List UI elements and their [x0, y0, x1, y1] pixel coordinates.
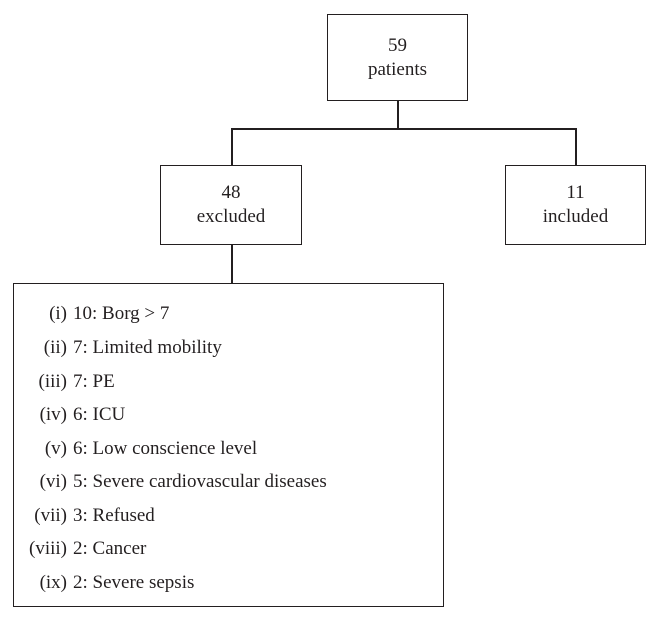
connector-branch-horizontal: [231, 128, 576, 130]
reason-item: (vi) 5: Severe cardiovascular diseases: [40, 471, 327, 493]
reason-text: 6: ICU: [73, 404, 126, 425]
reason-number: (viii): [29, 538, 67, 559]
reason-number: (i): [49, 303, 67, 324]
reason-item: (v) 6: Low conscience level: [45, 438, 258, 460]
reason-text: 7: Limited mobility: [73, 337, 222, 358]
reason-text: 5: Severe cardiovascular diseases: [73, 471, 327, 492]
included-count: 11: [566, 182, 585, 203]
included-label: included: [542, 206, 609, 227]
reason-text: 2: Cancer: [73, 538, 147, 559]
reason-text: 6: Low conscience level: [73, 438, 258, 459]
reason-number: (ii): [43, 337, 67, 358]
exclusion-reasons-list: (i) 10: Borg > 7 (ii) 7: Limited mobilit…: [29, 284, 433, 606]
total-patients-count: 59: [388, 34, 407, 56]
connector-top-down: [397, 101, 399, 129]
included-node: 11 included: [505, 165, 646, 245]
exclusion-reasons-box: (i) 10: Borg > 7 (ii) 7: Limited mobilit…: [13, 283, 444, 607]
reason-item: (ii) 7: Limited mobility: [44, 337, 222, 359]
reason-item: (iv) 6: ICU: [40, 404, 126, 426]
excluded-node: 48 excluded: [160, 165, 302, 245]
connector-to-included: [575, 128, 577, 165]
total-patients-label: patients: [367, 58, 428, 80]
reason-number: (vi): [39, 471, 67, 492]
reason-number: (iii): [38, 371, 68, 392]
reason-text: 3: Refused: [73, 505, 155, 526]
reason-text: 7: PE: [73, 371, 115, 392]
reason-item: (i) 10: Borg > 7: [49, 303, 170, 325]
reason-item: (vii) 3: Refused: [34, 505, 155, 527]
excluded-count: 48: [221, 182, 241, 203]
reason-number: (ix): [39, 572, 67, 593]
reason-text: 10: Borg > 7: [73, 303, 170, 324]
reason-number: (vii): [34, 505, 67, 526]
reason-item: (viii) 2: Cancer: [29, 538, 147, 560]
excluded-label: excluded: [196, 206, 266, 227]
reason-item: (iii) 7: PE: [39, 371, 115, 393]
total-patients-node: 59 patients: [327, 14, 468, 101]
connector-to-excluded: [231, 128, 233, 165]
reason-number: (iv): [39, 404, 67, 425]
reason-item: (ix) 2: Severe sepsis: [40, 572, 195, 594]
reason-text: 2: Severe sepsis: [73, 572, 195, 593]
reason-number: (v): [44, 438, 67, 459]
connector-to-reasons: [231, 245, 233, 283]
